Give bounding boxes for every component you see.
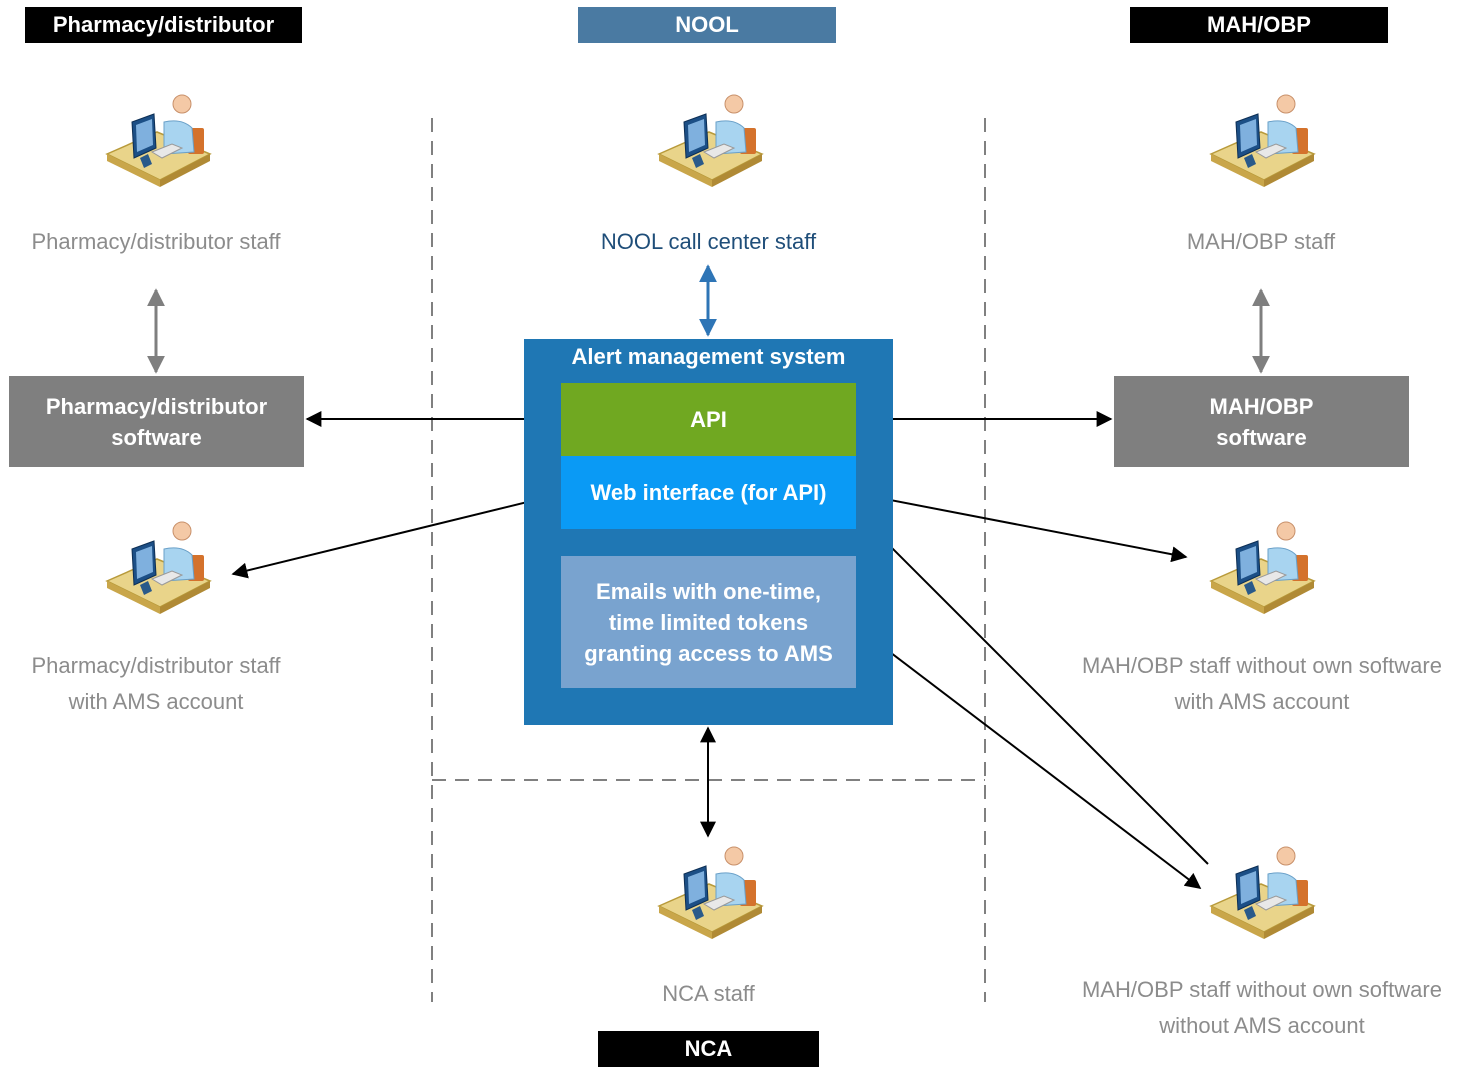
box-line: software <box>1216 424 1307 450</box>
box-line: Emails with one-time, <box>596 578 821 604</box>
box-line: time limited tokens <box>608 609 809 635</box>
header-nool: NOOL <box>578 7 836 43</box>
user-workstation-icon <box>654 92 764 192</box>
label-mah-ams-staff: MAH/OBP staff without own software with … <box>1052 648 1472 720</box>
label-pharmacy-staff: Pharmacy/distributor staff <box>31 229 281 254</box>
label-nool-staff: NOOL call center staff <box>600 229 817 254</box>
label-line: MAH/OBP staff without own software <box>1082 977 1442 1002</box>
header-pharmacy: Pharmacy/distributor <box>25 7 302 43</box>
label-nca-staff: NCA staff <box>662 981 755 1006</box>
user-workstation-icon <box>1206 519 1316 619</box>
ams-title: Alert management system <box>571 344 846 369</box>
label-line: without AMS account <box>1159 1013 1365 1038</box>
mah-software-box: MAH/OBP software <box>1114 376 1409 467</box>
label-line: MAH/OBP staff without own software <box>1082 653 1442 678</box>
pharmacy-software-box: Pharmacy/distributor software <box>9 376 304 467</box>
user-workstation-icon <box>1206 92 1316 192</box>
user-workstation-icon <box>654 844 764 944</box>
box-line: granting access to AMS <box>584 640 833 666</box>
box-line: MAH/OBP <box>1209 393 1314 419</box>
api-box: API <box>561 383 856 456</box>
box-line: software <box>111 424 202 450</box>
user-workstation-icon <box>102 519 212 619</box>
header-nca: NCA <box>598 1031 819 1067</box>
label-mah-noams-staff: MAH/OBP staff without own software witho… <box>1052 972 1472 1044</box>
user-workstation-icon <box>1206 844 1316 944</box>
alert-management-system: Alert management system API Web interfac… <box>524 339 893 725</box>
header-mah: MAH/OBP <box>1130 7 1388 43</box>
web-interface-box: Web interface (for API) <box>561 456 856 529</box>
user-workstation-icon <box>102 92 212 192</box>
label-line: with AMS account <box>68 689 244 714</box>
label-mah-staff: MAH/OBP staff <box>1186 229 1336 254</box>
label-line: Pharmacy/distributor staff <box>31 653 281 678</box>
label-pharmacy-ams-staff: Pharmacy/distributor staff with AMS acco… <box>0 648 312 720</box>
box-line: Pharmacy/distributor <box>45 393 268 419</box>
emails-tokens-box: Emails with one-time, time limited token… <box>561 556 856 688</box>
label-line: with AMS account <box>1174 689 1350 714</box>
